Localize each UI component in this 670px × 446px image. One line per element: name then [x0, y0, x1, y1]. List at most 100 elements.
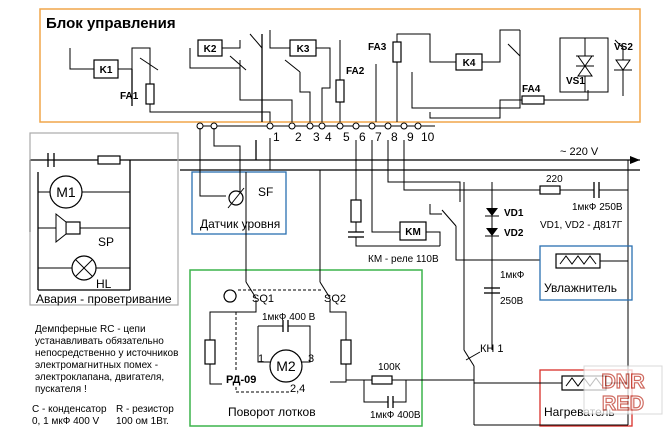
cap-1uf-bottom: 250В: [500, 296, 524, 307]
terminal-label-10: 10: [421, 130, 435, 144]
km-note: КМ - реле 110В: [368, 254, 439, 265]
thyristor-vs2: VS2: [614, 39, 633, 96]
hl-label: HL: [96, 277, 112, 291]
rc-chain: 100К 1мкФ 400В: [346, 362, 474, 421]
rc-note-line-1: Демпферные RC - цепи: [35, 323, 146, 335]
sq2-label: SQ2: [324, 293, 346, 305]
k1-label: K1: [100, 65, 113, 76]
motor-m2-icon: [269, 349, 303, 383]
speaker-sp-icon: [65, 221, 81, 235]
rotation-caption: Поворот лотков: [228, 405, 316, 419]
km-label: KM: [405, 227, 421, 238]
sq1-label: SQ1: [252, 293, 274, 305]
terminal-3: [306, 122, 314, 130]
cam-icon: [223, 289, 237, 303]
alarm-circuit: M1 SP HL: [37, 160, 131, 291]
m1-label: M1: [56, 184, 76, 200]
sf-label: SF: [258, 185, 273, 199]
rc-res-label: 100К: [378, 362, 401, 373]
k4-label: K4: [463, 58, 476, 69]
kn1-label: КН 1: [480, 343, 504, 355]
heater-rc-chain: 220 1мкФ 250В: [403, 140, 629, 425]
cap-1uf-top: 1мкФ: [500, 270, 525, 281]
supply-label: ~ 220 V: [560, 146, 599, 158]
vd1-label: VD1: [504, 208, 524, 219]
rc-note-line-6: пускателя !: [35, 384, 87, 395]
fa4-label: FA4: [522, 84, 541, 95]
humidifier-element: [555, 253, 628, 269]
diodes-note: VD1, VD2 - Д817Г: [540, 220, 623, 231]
zener-diodes: VD1 VD2 VD1, VD2 - Д817Г 1мкФ 250В: [484, 182, 623, 350]
heater-cap-label: 1мкФ 250В: [572, 202, 623, 213]
terminal-label-1: 1: [273, 130, 280, 144]
c-line-1: С - конденсатор: [32, 404, 107, 415]
terminal-label-8: 8: [391, 130, 398, 144]
terminal-10: [414, 122, 422, 130]
m2-cap-label: 1мкФ 400 В: [262, 312, 316, 323]
relay-k2: K2: [189, 39, 241, 69]
watermark-logo: DNR RED: [583, 365, 663, 416]
svg-text:RED: RED: [602, 393, 644, 415]
motor-model: РД-09: [226, 374, 256, 386]
control-block-title: Блок управления: [46, 15, 176, 32]
k2-label: K2: [204, 44, 217, 55]
rotation-block-border: [189, 269, 423, 427]
terminal-label-9: 9: [407, 130, 414, 144]
humidifier-border: [539, 245, 633, 301]
terminal-1: [266, 122, 274, 130]
fuse-fa1: FA1: [120, 72, 271, 122]
rc-cap-label: 1мкФ 400В: [370, 410, 421, 421]
terminal-4: [318, 122, 326, 130]
vd2-label: VD2: [504, 228, 524, 239]
relay-k1: K1: [69, 47, 159, 106]
k3-label: K3: [297, 44, 310, 55]
rc-note-line-5: электроклапана, двигателя,: [35, 372, 164, 383]
sp-label: SP: [98, 235, 114, 249]
supply-rails: ~ 220 V: [29, 138, 640, 232]
svg-text:DNR: DNR: [601, 371, 645, 393]
fa3-label: FA3: [368, 42, 387, 53]
rotation-circuit: SQ1 SQ2 1мкФ 400 В M2 1 3 2,4 РД-09: [204, 170, 352, 395]
m2-label: M2: [276, 358, 296, 374]
terminal-label-5: 5: [343, 130, 350, 144]
relay-k4: K4: [411, 29, 521, 109]
m2-pin24: 2,4: [290, 383, 305, 395]
terminal-label-4: 4: [325, 130, 332, 144]
km-circuit: KM КМ - реле 110В: [348, 140, 540, 265]
fa1-label: FA1: [120, 91, 139, 102]
m2-pin1: 1: [258, 353, 264, 365]
terminal-label-6: 6: [359, 130, 366, 144]
terminal-2: [288, 122, 296, 130]
level-sensor-circuit: SF: [199, 128, 273, 209]
heater-res-label: 220: [546, 174, 563, 185]
terminal-6: [352, 122, 360, 130]
thyristor-vs1: VS1: [559, 37, 609, 93]
vs1-label: VS1: [566, 76, 585, 87]
humidifier-label: Увлажнитель: [544, 281, 617, 295]
rc-note: Демпферные RC - цепи устанавливать обяза…: [32, 323, 178, 427]
terminal-label-2: 2: [295, 130, 302, 144]
terminal-9: [400, 122, 408, 130]
relay-contacts-k2-k3: [229, 33, 331, 122]
relay-k3: K3: [269, 30, 331, 74]
level-sensor-border: [191, 171, 287, 235]
r-line-2: 100 ом 1Вт.: [116, 416, 169, 427]
rc-note-line-3: непосредственно у источников: [35, 348, 178, 359]
alarm-block-border: [29, 132, 179, 306]
fuse-fa3: FA3: [368, 33, 431, 122]
alarm-caption: Авария - проветривание: [36, 292, 172, 306]
fa2-label: FA2: [346, 66, 365, 77]
terminal-label-7: 7: [375, 130, 382, 144]
rc-note-line-2: устанавливать обязательно: [35, 335, 164, 347]
level-sensor-caption: Датчик уровня: [200, 217, 280, 231]
c-line-2: 0, 1 мкФ 400 V: [32, 416, 100, 427]
terminal-5: [336, 122, 344, 130]
kn1-switch: КН 1: [463, 182, 504, 425]
vs2-label: VS2: [614, 42, 633, 53]
terminal-7: [368, 122, 376, 130]
fuse-fa2: FA2: [335, 40, 365, 122]
terminal-8: [384, 122, 392, 130]
